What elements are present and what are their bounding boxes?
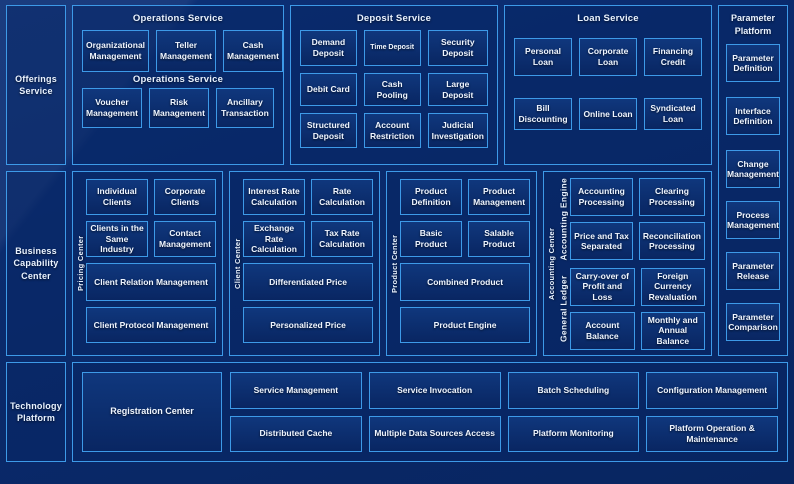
group-product-center: Product Center Product Definition Produc… [386,171,538,356]
group-pricing-center: Pricing Center Individual Clients Corpor… [72,171,224,356]
tile-client-protocol-management[interactable]: Client Protocol Management [86,307,217,343]
sidebar-title-line1: Parameter [730,13,776,23]
band-label-text: Technology Platform [10,400,62,423]
group-loan-service: Loan Service Personal Loan Corporate Loa… [504,5,712,165]
tile-interest-rate-calculation[interactable]: Interest Rate Calculation [243,179,306,215]
tile-salable-product[interactable]: Salable Product [468,221,531,257]
sidebar-item-change-management[interactable]: Change Management [726,150,780,189]
tile-cash-management[interactable]: Cash Management [223,30,283,72]
sidebar-title-line2: Platform [734,25,772,36]
tile-personalized-price[interactable]: Personalized Price [243,307,374,343]
tile-product-management[interactable]: Product Management [468,179,531,215]
vertical-caption-product-center: Product Center [390,234,400,293]
sidebar-item-interface-definition[interactable]: Interface Definition [726,97,780,136]
band-technology-platform: Technology Platform Registration Center … [6,362,788,462]
tile-configuration-management[interactable]: Configuration Management [646,372,778,409]
group-operations-service: Operations Service Organizational Manage… [72,5,284,165]
tile-debit-card[interactable]: Debit Card [300,73,357,106]
tile-voucher-management[interactable]: Voucher Management [82,88,142,128]
tile-multiple-data-sources-access[interactable]: Multiple Data Sources Access [368,415,501,452]
tile-product-definition[interactable]: Product Definition [400,179,463,215]
tile-judicial-investigation[interactable]: Judicial Investigation [427,113,488,148]
tile-contact-management[interactable]: Contact Management [154,221,217,257]
tile-service-management[interactable]: Service Management [230,372,362,409]
band-label-text: Offerings Service [15,73,57,96]
tile-price-and-tax-separated[interactable]: Price and Tax Separated [570,222,633,261]
sidebar-item-parameter-definition[interactable]: Parameter Definition [726,44,780,83]
tile-batch-scheduling[interactable]: Batch Scheduling [507,372,640,409]
tile-client-relation-management[interactable]: Client Relation Management [86,263,217,301]
vertical-caption-accounting-engine: Accounting Engine [558,178,569,261]
tile-risk-management[interactable]: Risk Management [148,88,209,128]
tile-platform-operation-maintenance[interactable]: Platform Operation & Maintenance [646,415,778,452]
tile-carry-over-profit-loss[interactable]: Carry-over of Profit and Loss [570,267,635,306]
tile-personal-loan[interactable]: Personal Loan [514,38,572,76]
tile-syndicated-loan[interactable]: Syndicated Loan [644,98,702,130]
tile-exchange-rate-calculation[interactable]: Exchange Rate Calculation [243,221,306,257]
tile-foreign-currency-revaluation[interactable]: Foreign Currency Revaluation [640,267,705,306]
tile-platform-monitoring[interactable]: Platform Monitoring [507,415,640,452]
band-label-technology-platform: Technology Platform [6,362,66,462]
group-title-operations-service: Operations Service [132,13,224,24]
tile-structured-deposit[interactable]: Structured Deposit [300,113,357,148]
tile-clients-same-industry[interactable]: Clients in the Same Industry [86,221,149,257]
tile-registration-center[interactable]: Registration Center [82,372,222,452]
band-label-text: Business Capability Center [13,246,59,281]
technology-platform-panel: Registration Center Service Management S… [72,362,788,462]
sidebar-item-parameter-release[interactable]: Parameter Release [726,252,780,291]
group-title-loan-service: Loan Service [577,13,639,24]
group-title-deposit-service: Deposit Service [356,13,432,24]
tile-teller-management[interactable]: Teller Management [156,30,216,72]
band-offerings-service: Offerings Service Operations Service Org… [6,5,712,165]
tile-cash-pooling[interactable]: Cash Pooling [363,73,421,106]
tile-financing-credit[interactable]: Financing Credit [644,38,702,76]
tile-reconciliation-processing[interactable]: Reconciliation Processing [638,222,705,261]
tile-distributed-cache[interactable]: Distributed Cache [230,415,362,452]
vertical-caption-general-ledger: General Ledger [558,275,569,342]
sidebar-parameter-platform: Parameter Platform Parameter Definition … [718,5,788,356]
tile-corporate-clients[interactable]: Corporate Clients [154,179,217,215]
tile-combined-product[interactable]: Combined Product [400,263,531,301]
tile-security-deposit[interactable]: Security Deposit [427,30,488,66]
sidebar-item-parameter-comparison[interactable]: Parameter Comparison [726,303,780,342]
tile-individual-clients[interactable]: Individual Clients [86,179,149,215]
tile-rate-calculation[interactable]: Rate Calculation [311,179,374,215]
tile-account-balance[interactable]: Account Balance [570,311,635,350]
tile-service-invocation[interactable]: Service Invocation [368,372,501,409]
tile-time-deposit[interactable]: Time Deposit [363,30,421,66]
vertical-caption-accounting-center: Accounting Center [547,227,557,300]
tile-demand-deposit[interactable]: Demand Deposit [300,30,357,66]
tile-product-engine[interactable]: Product Engine [400,307,531,343]
tile-clearing-processing[interactable]: Clearing Processing [638,178,705,216]
tile-account-restriction[interactable]: Account Restriction [363,113,421,148]
tile-tax-rate-calculation[interactable]: Tax Rate Calculation [311,221,374,257]
group-deposit-service: Deposit Service Demand Deposit Time Depo… [290,5,498,165]
band-label-business-capability-center: Business Capability Center [6,171,66,356]
group-accounting-center: Accounting Center Accounting Engine Acco… [543,171,712,356]
sidebar-title: Parameter Platform [726,12,780,37]
tile-monthly-annual-balance[interactable]: Monthly and Annual Balance [640,311,705,350]
group-client-center: Client Center Interest Rate Calculation … [229,171,381,356]
tile-organizational-management[interactable]: Organizational Management [82,30,150,72]
tile-online-loan[interactable]: Online Loan [579,98,637,130]
tile-differentiated-price[interactable]: Differentiated Price [243,263,374,301]
band-label-offerings-service: Offerings Service [6,5,66,165]
tile-large-deposit[interactable]: Large Deposit [427,73,488,106]
tile-basic-product[interactable]: Basic Product [400,221,463,257]
tile-bill-discounting[interactable]: Bill Discounting [514,98,572,130]
sidebar-item-process-management[interactable]: Process Management [726,201,780,240]
tile-accounting-processing[interactable]: Accounting Processing [570,178,633,216]
band-business-capability-center: Business Capability Center Pricing Cente… [6,171,712,356]
tile-ancillary-transaction[interactable]: Ancillary Transaction [215,88,274,128]
tile-corporate-loan[interactable]: Corporate Loan [579,38,637,76]
vertical-caption-pricing-center: Pricing Center [76,235,85,292]
group-subtitle-operations-service: Operations Service [132,74,224,85]
vertical-caption-client-center: Client Center [233,238,243,289]
